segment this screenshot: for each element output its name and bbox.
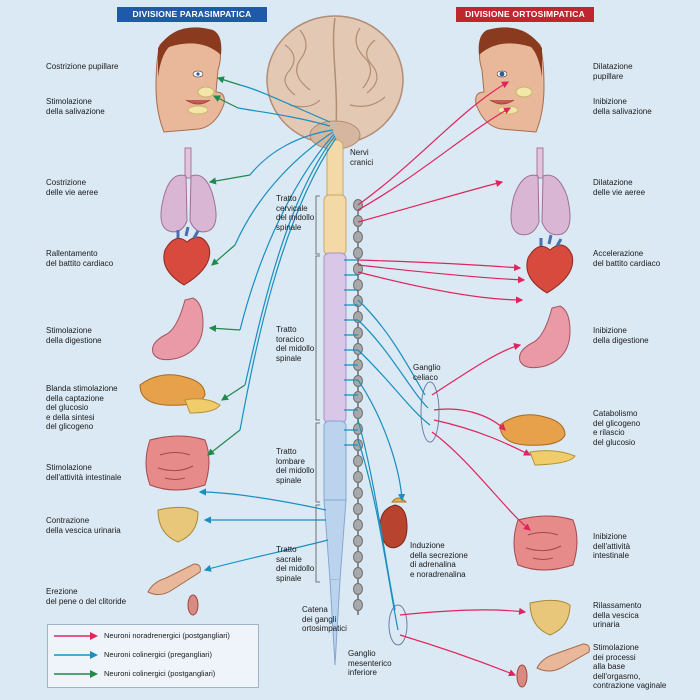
right-label-intestine: Inibizione dell'attività intestinale [593, 532, 631, 560]
right-label-airways: Dilatazione delle vie aeree [593, 178, 646, 197]
sympathetic-chain [353, 199, 363, 615]
sympathetic-ganglion [353, 247, 363, 259]
heart-right-illustration [526, 234, 574, 294]
sympathetic-ganglion [353, 487, 363, 499]
left-label-intestine: Stimolazione dell'attività intestinale [46, 463, 122, 482]
segment-brackets [315, 195, 320, 583]
right-label-glycogen: Catabolismo del glicogeno e rilascio del… [593, 409, 641, 447]
brain-illustration [266, 15, 404, 150]
parasympathetic-header: DIVISIONE PARASIMPATICA [117, 7, 267, 22]
right-label-pupil: Dilatazione pupillare [593, 62, 633, 81]
orthosympathetic-header: DIVISIONE ORTOSIMPATICA [456, 7, 594, 22]
adrenal-kidney-illustration [379, 497, 408, 549]
liver-pancreas-right-illustration [499, 414, 576, 466]
right-label-orgasm: Stimolazione dei processi alla base dell… [593, 643, 667, 690]
left-label-erection: Erezione del pene o del clitoride [46, 587, 127, 606]
bladder-right-illustration [529, 599, 571, 636]
sympathetic-ganglion [353, 503, 363, 515]
left-label-pupil: Costrizione pupillare [46, 62, 119, 71]
right-label-salivation: Inibizione della salivazione [593, 97, 652, 116]
sympathetic-ganglia [353, 199, 363, 611]
right-label-bladder: Rilassamento della vescica urinaria [593, 601, 642, 629]
left-label-heart: Rallentamento del battito cardiaco [46, 249, 114, 268]
label-celiac-ganglion: Ganglio celiaco [413, 363, 441, 382]
left-label-bladder: Contrazione della vescica urinaria [46, 516, 121, 535]
label-lumbar: Tratto lombare del midollo spinale [276, 447, 315, 485]
sympathetic-ganglion [353, 279, 363, 291]
right-label-heart: Accelerazione del battito cardiaco [593, 249, 661, 268]
label-thoracic: Tratto toracico del midollo spinale [276, 325, 315, 363]
sympathetic-ganglion [353, 583, 363, 595]
genitals-left-illustration [147, 563, 201, 616]
lungs-right-illustration [510, 147, 571, 236]
head-right-illustration [475, 27, 545, 133]
intestine-left-illustration [145, 435, 210, 491]
legend-text: Neuroni noradrenergici (postgangliari) [104, 631, 230, 640]
sympathetic-ganglion [353, 551, 363, 563]
sympathetic-ganglion [353, 231, 363, 243]
legend-arrow-blue [54, 651, 98, 659]
sympathetic-ganglion [353, 471, 363, 483]
sympathetic-ganglion [353, 311, 363, 323]
legend-arrow-green [54, 670, 98, 678]
head-left-illustration [155, 27, 225, 133]
sympathetic-ganglion [353, 535, 363, 547]
sympathetic-ganglion [353, 519, 363, 531]
stomach-left-illustration [152, 297, 204, 361]
celiac-ganglion [420, 381, 440, 443]
sympathetic-ganglion [353, 567, 363, 579]
spinal-cord [323, 139, 347, 666]
legend-arrow-red [54, 632, 98, 640]
legend: Neuroni noradrenergici (postgangliari) N… [47, 624, 259, 688]
lungs-left-illustration [160, 147, 217, 233]
label-adrenal: Induzione della secrezione di adrenalina… [410, 541, 468, 579]
label-sacral: Tratto sacrale del midollo spinale [276, 545, 315, 583]
sympathetic-ganglion [353, 327, 363, 339]
sympathetic-ganglion [353, 295, 363, 307]
left-label-glucose: Blanda stimolazione della captazione del… [46, 384, 118, 431]
parasympathetic-pathways [198, 76, 337, 572]
label-cranial-nerves: Nervi cranici [350, 148, 374, 167]
stomach-right-illustration [519, 305, 571, 369]
label-sympathetic-chain: Catena dei gangli ortosimpatici [302, 605, 347, 633]
left-label-salivation: Stimolazione della salivazione [46, 97, 105, 116]
left-label-airways: Costrizione delle vie aeree [46, 178, 99, 197]
legend-text: Neuroni colinergici (pregangliari) [104, 650, 212, 659]
sympathetic-ganglion [353, 391, 363, 403]
right-label-digestion: Inibizione della digestione [593, 326, 649, 345]
sympathetic-ganglion [353, 599, 363, 611]
heart-left-illustration [163, 226, 211, 286]
sympathetic-ganglion [353, 407, 363, 419]
label-mesenteric-ganglion: Ganglio mesenterico inferiore [348, 649, 392, 677]
bladder-left-illustration [157, 506, 199, 543]
left-label-digestion: Stimolazione della digestione [46, 326, 102, 345]
legend-text: Neuroni colinergici (postgangliari) [104, 669, 216, 678]
sympathetic-ganglion [353, 455, 363, 467]
genitals-right-illustration [516, 643, 590, 688]
pancreas-left-illustration [139, 374, 221, 414]
sympathetic-pathways [344, 81, 532, 677]
inferior-mesenteric-ganglion [388, 604, 408, 646]
label-cervical: Tratto cervicale del midollo spinale [276, 194, 315, 232]
